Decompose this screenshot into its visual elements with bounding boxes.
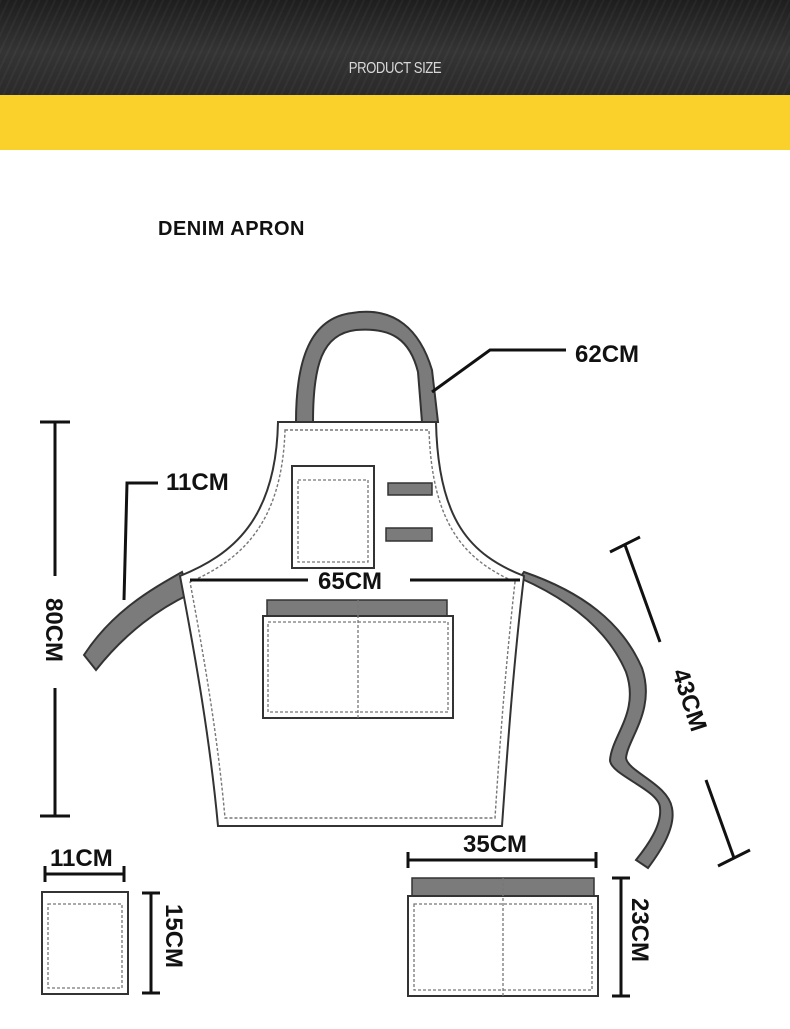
right-waist-tie [518,570,674,870]
header-title: PRODUCT SIZE [348,60,442,77]
main-pocket-trim [266,599,448,617]
strap-width-label: 11CM [166,469,229,496]
width-label: 65CM [318,568,382,595]
small-pocket [41,891,129,995]
neck-strap [294,310,440,423]
small-pocket-width-label: 11CM [50,845,113,872]
tie-dim-cap-top [609,535,641,554]
tie-dim-line-bottom [704,779,736,859]
page-title: DENIM APRON [158,218,305,240]
yellow-band [0,95,790,150]
tie-dim-cap-bottom [717,848,751,868]
strap-label: 62CM [575,341,639,368]
chest-pocket-stitching [297,479,369,563]
left-waist-tie [82,570,192,672]
pen-slot-bottom [385,527,433,542]
apron-stitching [189,429,516,819]
header-texture [0,0,790,95]
strap-leader-line [431,348,566,394]
strap-width-leader-line [122,481,158,601]
tie-dim-line-top [623,544,662,643]
header-bar [0,0,790,95]
large-pocket-width-label: 35CM [463,831,527,858]
length-label: 80CM [40,598,67,662]
chest-pocket [291,465,375,569]
tie-label: 43CM [666,666,711,735]
small-pocket-height-label: 15CM [160,904,187,968]
small-pocket-stitching [47,903,123,989]
large-pocket-height-label: 23CM [626,898,653,962]
pen-slot-top [387,482,433,496]
